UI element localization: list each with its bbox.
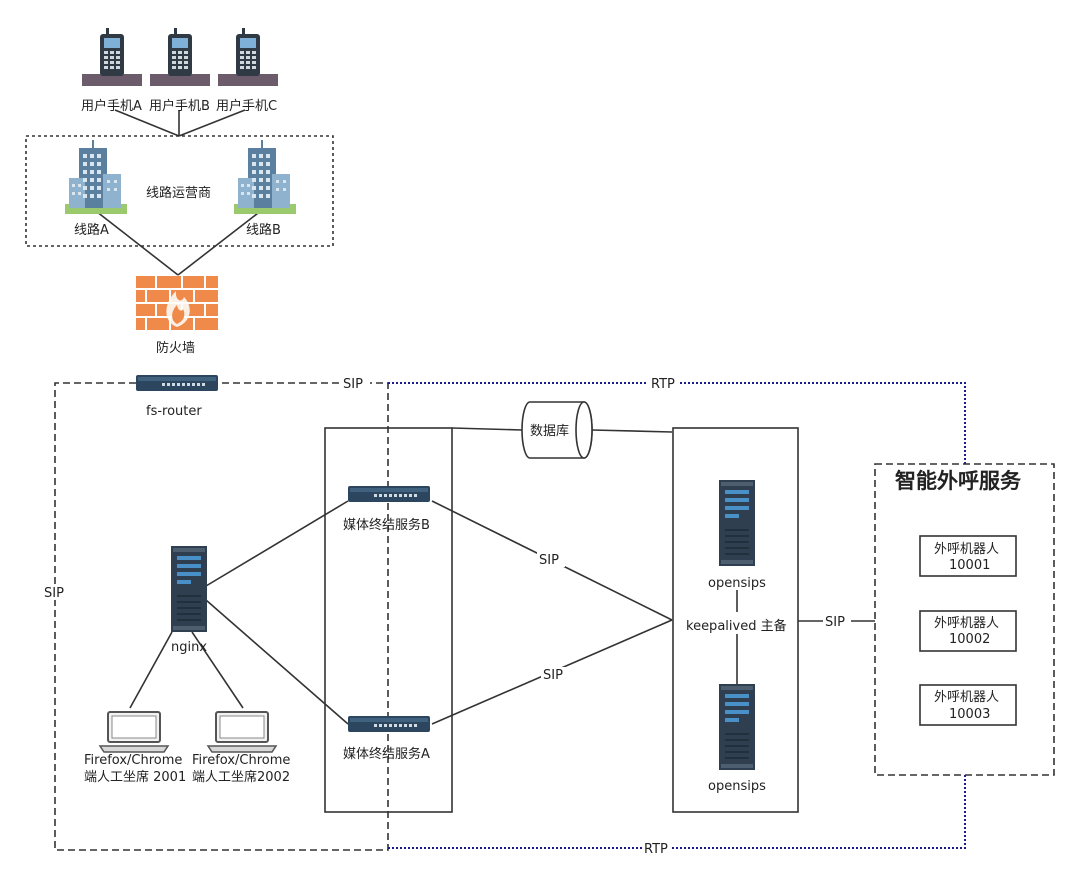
- phone-c-label: 用户手机C: [216, 98, 277, 114]
- opensips-top-label: opensips: [708, 576, 766, 591]
- nginx-to-client-1: [129, 631, 173, 709]
- edge-labels: SIP RTP SIP SIP SIP SIP RTP: [42, 376, 851, 857]
- line-a-label: 线路A: [74, 222, 109, 238]
- service-title: 智能外呼服务: [895, 469, 1022, 493]
- outbound-service-box: [874, 463, 1055, 776]
- line-a-to-firewall: [91, 207, 179, 276]
- client-2001-line1: Firefox/Chrome: [84, 753, 182, 768]
- phone-b: 用户手机B: [149, 28, 210, 114]
- opensips-bottom-label: opensips: [708, 779, 766, 794]
- fs-router-label: fs-router: [146, 404, 202, 419]
- server-icon: [170, 545, 208, 633]
- laptop-icon: [207, 711, 277, 753]
- firewall-icon: [136, 276, 218, 330]
- mobile-phone-icon: [82, 28, 142, 86]
- phone-c: 用户手机C: [216, 28, 278, 114]
- fs-router: fs-router: [136, 375, 218, 419]
- client-2002: Firefox/Chrome 端人工坐席2002: [192, 711, 290, 785]
- mobile-phone-icon: [218, 28, 278, 86]
- nginx-label: nginx: [171, 640, 207, 655]
- line-a-building: 线路A: [64, 139, 128, 238]
- client-2001-line2: 端人工坐席 2001: [84, 769, 186, 785]
- phone-b-label: 用户手机B: [149, 98, 210, 114]
- carrier-box: [25, 135, 334, 247]
- robot-10003: 外呼机器人 10003: [919, 684, 1017, 726]
- client-2002-line2: 端人工坐席2002: [192, 769, 290, 785]
- opensips-box: [672, 427, 799, 813]
- robot-10002: 外呼机器人 10002: [919, 610, 1017, 652]
- sip-media-b-label: SIP: [539, 553, 559, 568]
- sip-left-label: SIP: [44, 586, 64, 601]
- phone-a-link: [114, 109, 180, 137]
- phone-a-label: 用户手机A: [81, 98, 142, 114]
- keepalived-label: keepalived 主备: [686, 618, 787, 634]
- media-a: 媒体终结服务A: [343, 716, 430, 762]
- switch-icon: [348, 716, 430, 732]
- server-icon: [718, 683, 756, 771]
- server-icon: [718, 479, 756, 567]
- line-b-building: 线路B: [233, 139, 297, 238]
- rtp-dotted-loop: [388, 382, 966, 849]
- database-icon: [521, 401, 593, 459]
- database: 数据库: [521, 401, 593, 459]
- media-b: 媒体终结服务B: [343, 486, 430, 533]
- client-2002-line1: Firefox/Chrome: [192, 753, 290, 768]
- mobile-phone-icon: [150, 28, 210, 86]
- database-to-opensips-box: [591, 429, 673, 433]
- database-label: 数据库: [530, 423, 569, 439]
- robot-box: [919, 610, 1017, 652]
- robot-id: 10002: [949, 632, 990, 647]
- line-b-label: 线路B: [246, 222, 281, 238]
- building-icon: [64, 139, 128, 215]
- robot-name: 外呼机器人: [934, 542, 999, 557]
- rtp-top-label: RTP: [651, 377, 675, 392]
- media-a-label: 媒体终结服务A: [343, 746, 430, 762]
- phone-a: 用户手机A: [81, 28, 142, 114]
- media-b-label: 媒体终结服务B: [343, 517, 430, 533]
- building-icon: [233, 139, 297, 215]
- rtp-bottom-label: RTP: [644, 842, 668, 857]
- robot-id: 10001: [949, 558, 990, 573]
- opensips-top: opensips: [708, 479, 766, 591]
- firewall-label: 防火墙: [156, 340, 195, 356]
- media-service-box: [324, 427, 453, 813]
- switch-icon: [348, 486, 430, 502]
- opensips-bottom: opensips: [708, 683, 766, 794]
- robot-10001: 外呼机器人 10001: [919, 535, 1017, 577]
- sip-top-label: SIP: [343, 377, 363, 392]
- phone-c-link: [178, 109, 246, 137]
- sip-media-a-label: SIP: [543, 668, 563, 683]
- nginx-to-media-a: [205, 599, 349, 725]
- robot-name: 外呼机器人: [934, 616, 999, 631]
- media-box-to-database: [451, 427, 523, 431]
- line-b-to-firewall: [177, 209, 263, 276]
- laptop-icon: [99, 711, 169, 753]
- nginx-to-client-2: [191, 631, 244, 709]
- nginx: nginx: [170, 545, 208, 655]
- nginx-to-media-b: [205, 500, 349, 587]
- robot-id: 10003: [949, 707, 990, 722]
- sip-service-label: SIP: [825, 615, 845, 630]
- router-icon: [136, 375, 218, 391]
- robot-box: [919, 684, 1017, 726]
- robot-box: [919, 535, 1017, 577]
- firewall: 防火墙: [136, 276, 218, 356]
- robot-name: 外呼机器人: [934, 690, 999, 705]
- client-2001: Firefox/Chrome 端人工坐席 2001: [84, 711, 186, 785]
- carrier-title: 线路运营商: [146, 185, 211, 201]
